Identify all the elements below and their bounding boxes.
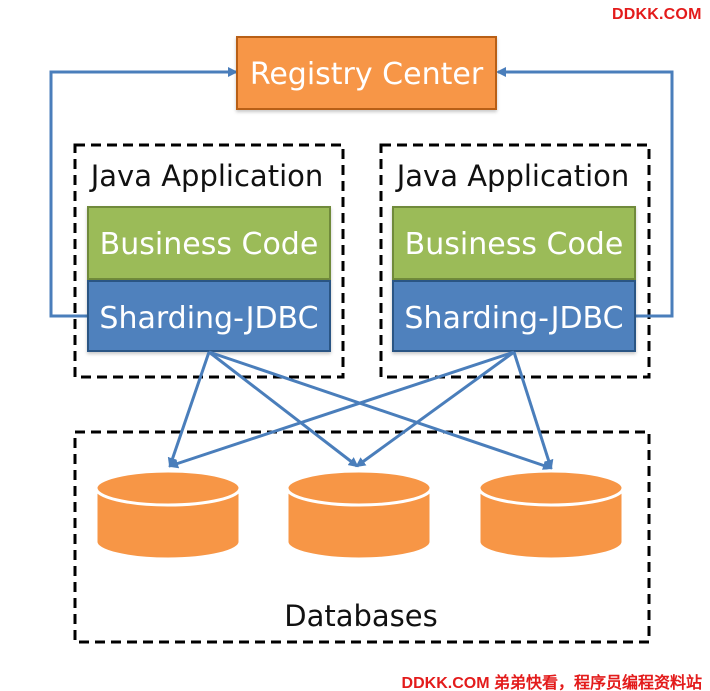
business-code-box-left [87, 206, 331, 280]
arrow-right-to-db-1 [168, 350, 515, 469]
arrow-left-to-db-2 [208, 350, 359, 468]
watermark-bottom: DDKK.COM 弟弟快看，程序员编程资料站 [401, 675, 702, 691]
registry-center-label: Registry Center [250, 57, 484, 92]
arrow-left-sharding-to-registry [49, 67, 238, 318]
java-application-title-right: Java Application [395, 159, 630, 193]
business-code-label-right: Business Code [405, 227, 624, 262]
database-cylinder-3 [477, 469, 625, 561]
sharding-jdbc-box-right [392, 280, 636, 352]
business-code-label-left: Business Code [100, 227, 319, 262]
watermark-top: DDKK.COM [612, 6, 702, 23]
java-application-container-left [73, 143, 345, 379]
sharding-jdbc-label-left: Sharding-JDBC [99, 301, 318, 336]
arrow-right-to-db-3 [512, 351, 554, 470]
business-code-box-right [392, 206, 636, 280]
arrow-right-to-db-2 [355, 350, 515, 468]
databases-container [73, 430, 651, 644]
sharding-jdbc-label-right: Sharding-JDBC [404, 301, 623, 336]
database-cylinder-2 [285, 469, 433, 561]
registry-center-box [236, 36, 497, 110]
sharding-jdbc-box-left [87, 280, 331, 352]
database-cylinder-1 [94, 469, 242, 561]
arrow-left-to-db-3 [208, 350, 553, 471]
java-application-container-right [379, 143, 651, 379]
arrow-right-sharding-to-registry [496, 67, 674, 318]
databases-label: Databases [284, 599, 437, 633]
arrow-left-to-db-1 [167, 351, 211, 468]
java-application-title-left: Java Application [89, 159, 324, 193]
